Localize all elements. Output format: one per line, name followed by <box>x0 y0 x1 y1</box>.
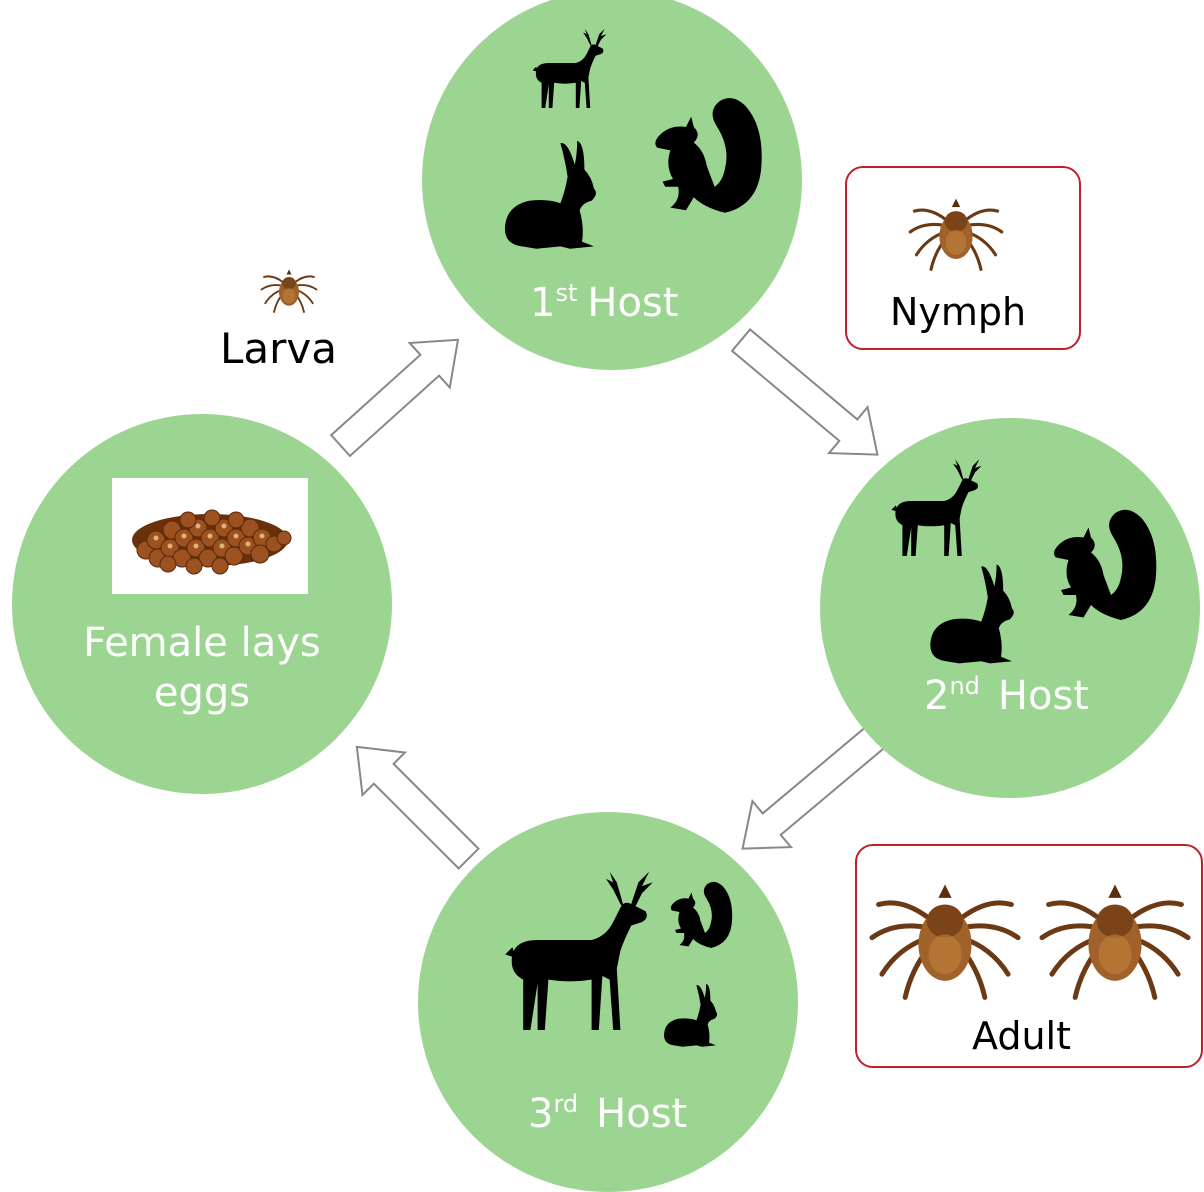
deer-icon <box>876 452 986 572</box>
eggs-image <box>112 478 308 594</box>
rabbit-icon <box>924 560 1034 670</box>
tick-icon <box>1032 866 1198 1016</box>
rabbit-icon <box>660 980 730 1052</box>
adult-label: Adult <box>972 1014 1071 1058</box>
squirrel-icon <box>656 876 736 951</box>
tick-icon <box>862 866 1028 1016</box>
female-lays-eggs-label: Female lays eggs <box>52 618 352 718</box>
squirrel-icon <box>624 88 774 218</box>
deer-icon <box>480 868 660 1048</box>
tick-icon <box>904 186 1008 282</box>
rabbit-icon <box>498 136 618 256</box>
eggs-icon <box>112 478 308 594</box>
nymph-label: Nymph <box>890 290 1026 334</box>
tick-icon <box>252 262 326 312</box>
female-lays-eggs-circle <box>12 414 392 794</box>
squirrel-icon <box>1026 500 1166 625</box>
larva-label: Larva <box>220 324 337 373</box>
deer-icon <box>520 22 610 122</box>
